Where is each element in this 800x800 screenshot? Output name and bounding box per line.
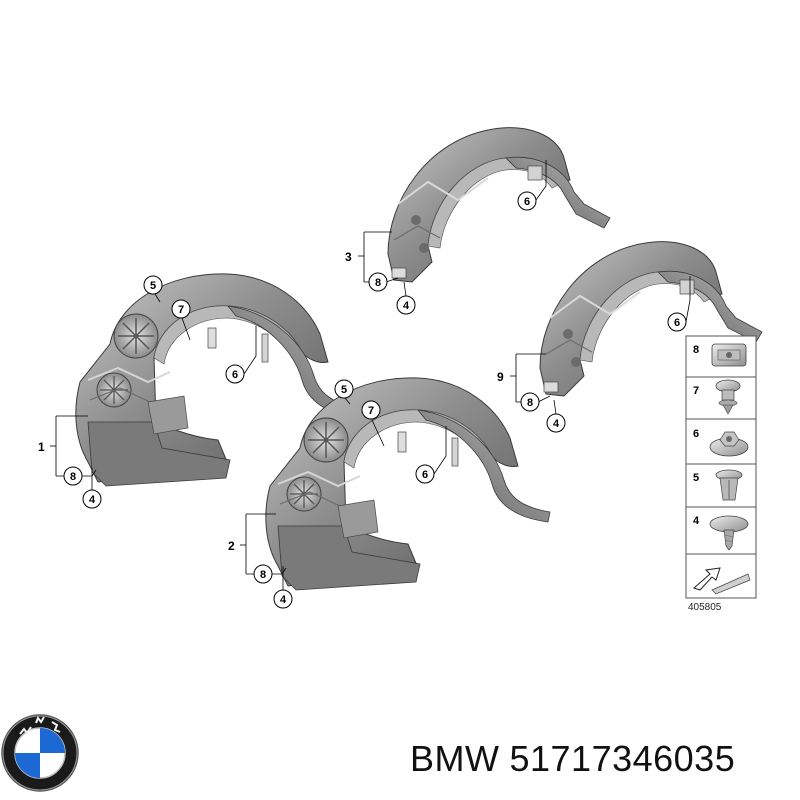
legend-row-8: 8: [693, 343, 747, 367]
svg-text:5: 5: [150, 280, 156, 292]
svg-text:7: 7: [178, 304, 184, 316]
svg-text:4: 4: [89, 494, 96, 506]
callout-6: 6: [225, 364, 245, 384]
screw-rivet-icon: [709, 515, 749, 551]
svg-text:8: 8: [527, 397, 533, 409]
legend-row-7: 7: [693, 379, 741, 415]
svg-text:5: 5: [693, 472, 699, 484]
brand-name: BMW: [410, 738, 500, 779]
callout-7: 7: [171, 299, 191, 319]
group-label-2: 2: [228, 539, 235, 553]
svg-text:6: 6: [524, 196, 530, 208]
expanding-nut-icon: [715, 469, 743, 501]
bmw-logo: [1, 714, 79, 792]
callout-6: 6: [415, 464, 435, 484]
svg-text:7: 7: [693, 385, 699, 397]
direction-arrow-icon: [693, 567, 751, 595]
callout-5: 5: [143, 275, 163, 295]
callout-8: 8: [520, 392, 540, 412]
group-label-3: 3: [345, 250, 352, 264]
wheel-arch-liner-front-2: [264, 376, 551, 591]
callouts: 5 7 6 8 4 5 7 6 8 4 6 8 4 6 8 4: [63, 191, 687, 609]
svg-text:7: 7: [368, 405, 374, 417]
svg-text:4: 4: [280, 594, 287, 606]
callout-6: 6: [517, 191, 537, 211]
callout-4: 4: [546, 413, 566, 433]
svg-text:5: 5: [341, 384, 347, 396]
callout-6: 6: [667, 312, 687, 332]
part-number: 51717346035: [509, 738, 736, 779]
group-label-1: 1: [38, 440, 45, 454]
group-labels: 1 2 3 9: [38, 250, 504, 553]
legend-row-5: 5: [693, 469, 743, 501]
svg-text:6: 6: [232, 369, 238, 381]
svg-text:4: 4: [553, 418, 560, 430]
callout-4: 4: [273, 589, 293, 609]
callout-4: 4: [396, 295, 416, 315]
svg-text:4: 4: [693, 515, 700, 527]
flange-nut-icon: [709, 431, 749, 457]
svg-text:6: 6: [674, 317, 680, 329]
callout-4: 4: [82, 489, 102, 509]
callout-8: 8: [63, 466, 83, 486]
callout-8: 8: [368, 272, 388, 292]
reference-number: 405805: [688, 602, 722, 613]
clip-nut-icon: [711, 343, 747, 367]
callout-7: 7: [361, 400, 381, 420]
svg-text:8: 8: [70, 471, 76, 483]
legend-row-4: 4: [693, 515, 749, 551]
svg-text:6: 6: [693, 428, 699, 440]
svg-text:8: 8: [693, 344, 699, 356]
legend-row-6: 6: [693, 428, 749, 457]
push-rivet-icon: [715, 379, 741, 415]
svg-text:4: 4: [403, 300, 410, 312]
hardware-legend: 8 7 6 5: [685, 335, 757, 599]
wheel-arch-liner-rear-3: [387, 126, 611, 283]
callout-5: 5: [334, 379, 354, 399]
callout-8: 8: [253, 564, 273, 584]
svg-text:6: 6: [422, 469, 428, 481]
svg-text:8: 8: [260, 569, 266, 581]
leader-lines: [50, 160, 691, 590]
svg-text:8: 8: [375, 277, 381, 289]
group-label-9: 9: [497, 370, 504, 384]
